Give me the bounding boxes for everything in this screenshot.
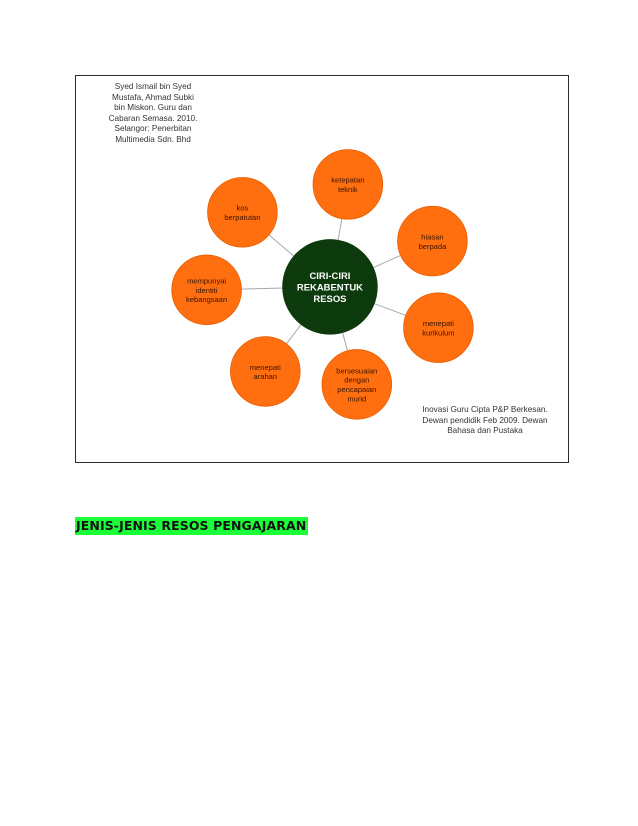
center-label: CIRI-CIRI (310, 271, 351, 282)
citation-top: Syed Ismail bin Syed Mustafa, Ahmad Subk… (108, 82, 198, 144)
section-heading: JENIS-JENIS RESOS PENGAJARAN (75, 517, 309, 535)
bubble-circle (397, 205, 468, 277)
bubble-circle (207, 177, 278, 248)
bubble-label: dengan (344, 376, 369, 385)
center-label: RESOS (313, 294, 346, 305)
bubble-label: pencapaian (337, 385, 376, 394)
bubble-circle (230, 336, 301, 407)
bubble-label: menepati (423, 319, 454, 328)
bubble-label: murid (347, 394, 366, 403)
bubble-label: kebangsaan (186, 295, 227, 304)
bubble-circle (171, 254, 242, 326)
citation-bottom: Inovasi Guru Cipta P&P Berkesan. Dewan p… (422, 405, 548, 436)
bubble-label: teknik (338, 185, 358, 194)
bubble-label: identiti (196, 286, 218, 295)
bubble-circle (403, 292, 474, 363)
bubble-label: ketepatan (331, 176, 364, 185)
bubble-map-diagram: ketepatanteknikhiasanberpadamenepatikuri… (171, 149, 474, 420)
bubble-circle (321, 349, 393, 420)
bubble-label: arahan (254, 372, 278, 381)
bubble-label: hiasan (421, 232, 443, 241)
bubble-nodes: ketepatanteknikhiasanberpadamenepatikuri… (171, 149, 474, 420)
bubble-label: berpatutan (224, 213, 260, 222)
bubble-label: menepati (250, 363, 281, 372)
bubble-circle (312, 149, 384, 220)
bubble-label: mempunyai (187, 277, 226, 286)
bubble-label: kos (237, 204, 249, 213)
bubble-label: kurikulum (422, 328, 454, 337)
center-label: REKABENTUK (297, 282, 363, 293)
bubble-label: berpada (419, 242, 447, 251)
center-circle (282, 239, 378, 335)
bubble-label: bersesuaian (336, 366, 377, 375)
